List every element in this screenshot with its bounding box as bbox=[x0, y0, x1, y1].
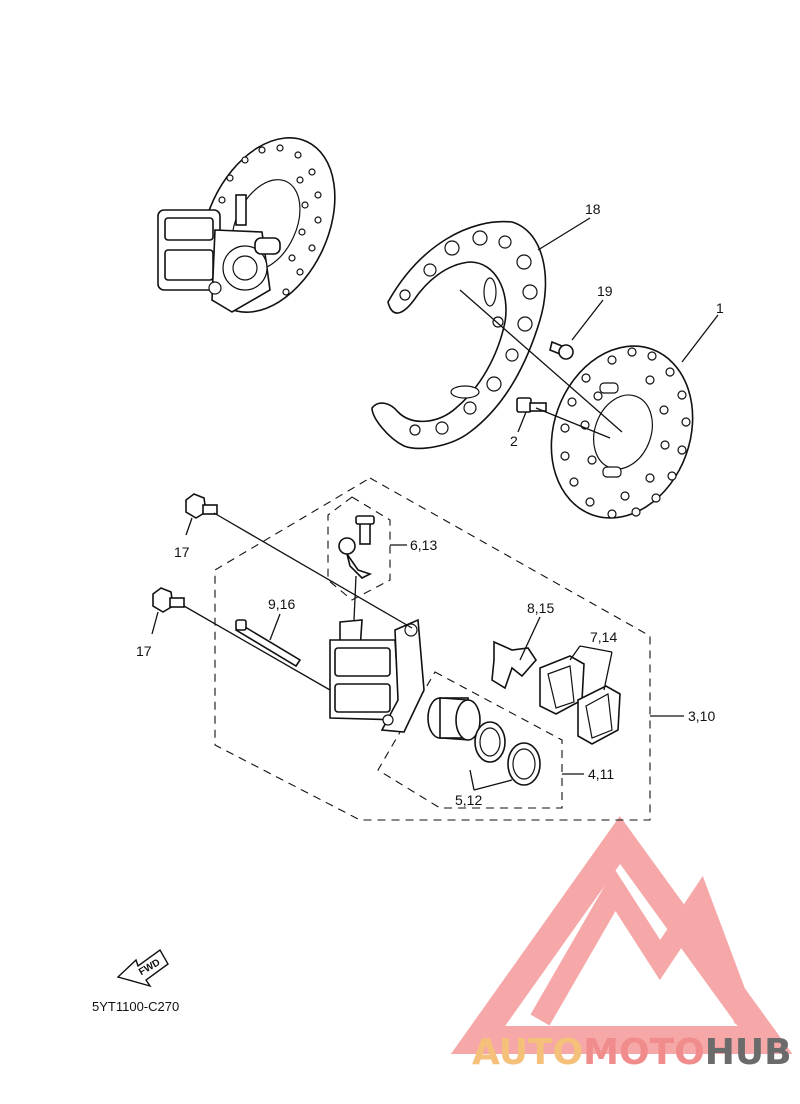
disc-holes-small bbox=[218, 144, 322, 296]
group-6-13-outline bbox=[327, 496, 391, 601]
label-3-10: 3,10 bbox=[688, 708, 715, 724]
label-19: 19 bbox=[597, 283, 613, 299]
caliper-pin bbox=[234, 619, 302, 668]
bolt-17-lower bbox=[152, 587, 185, 613]
label-6-13: 6,13 bbox=[410, 537, 437, 553]
group-4-11-outline bbox=[377, 671, 563, 809]
watermark-logo bbox=[450, 815, 793, 1054]
label-8-15: 8,15 bbox=[527, 600, 554, 616]
assembled-caliper-disc bbox=[157, 137, 336, 313]
label-17-upper: 17 bbox=[174, 544, 190, 560]
part-labels: 18 19 1 2 17 17 6,13 9,16 8,15 7,14 3,10… bbox=[136, 201, 724, 808]
piston bbox=[427, 697, 481, 741]
label-2: 2 bbox=[510, 433, 518, 449]
disc-cover bbox=[371, 220, 547, 450]
label-1: 1 bbox=[716, 300, 724, 316]
leader-lines bbox=[151, 217, 719, 791]
label-5-12: 5,12 bbox=[455, 792, 482, 808]
disc-holes bbox=[560, 347, 691, 519]
label-9-16: 9,16 bbox=[268, 596, 295, 612]
seals bbox=[474, 721, 541, 786]
cover-holes bbox=[399, 230, 538, 436]
label-4-11: 4,11 bbox=[588, 766, 614, 782]
pad-spring bbox=[491, 640, 538, 690]
caliper-body bbox=[329, 618, 425, 733]
bolt-19 bbox=[549, 340, 574, 360]
bolt-2 bbox=[516, 397, 547, 413]
diagram-code: 5YT1100-C270 bbox=[92, 999, 179, 1014]
fwd-arrow-icon: FWD bbox=[116, 948, 169, 988]
label-7-14: 7,14 bbox=[590, 629, 617, 645]
watermark-auto: AUTO bbox=[472, 1032, 583, 1073]
watermark-text: AUTOMOTOHUB bbox=[472, 1032, 792, 1073]
watermark-moto: MOTO bbox=[583, 1032, 705, 1073]
brake-pads bbox=[539, 655, 621, 745]
bolt-17-upper bbox=[185, 493, 218, 519]
bleed-screw bbox=[338, 515, 375, 579]
label-18: 18 bbox=[585, 201, 601, 217]
watermark-hub: HUB bbox=[705, 1032, 792, 1073]
label-17-lower: 17 bbox=[136, 643, 152, 659]
